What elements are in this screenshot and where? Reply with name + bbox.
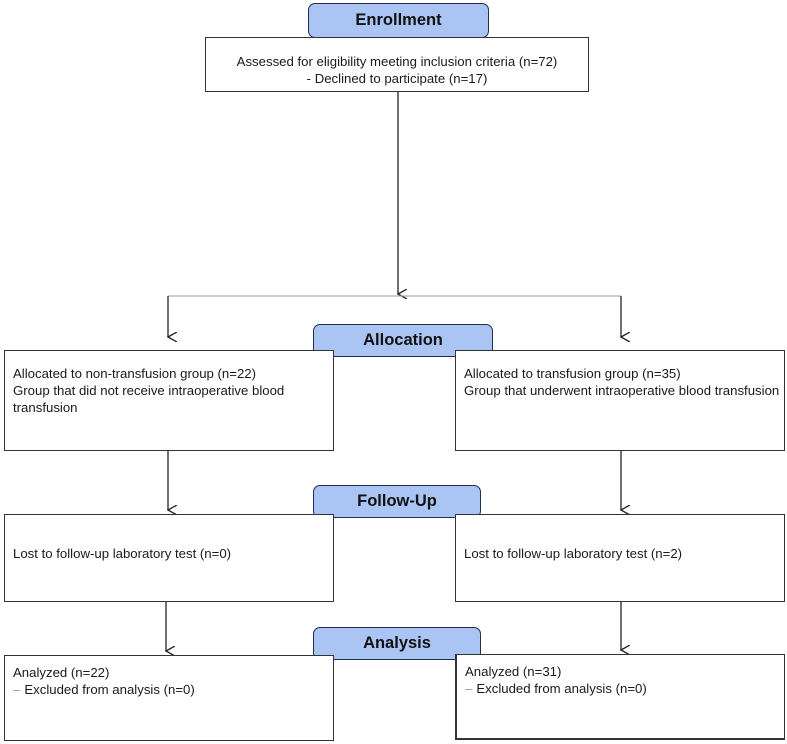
eligibility-text: Assessed for eligibility meeting inclusi… (236, 54, 558, 69)
right-analyzed-text: Analyzed (n=31) (465, 664, 562, 679)
left-allocation-count: Allocated to non-transfusion group (n=22… (13, 366, 257, 381)
left-excluded-item: –Excluded from analysis (n=0) (13, 681, 333, 698)
right-analysis-box: Analyzed (n=31) –Excluded from analysis … (455, 654, 785, 740)
left-analyzed-text: Analyzed (n=22) (13, 665, 110, 680)
right-allocation-description: Group that underwent intraoperative bloo… (464, 383, 780, 398)
right-excluded-text: Excluded from analysis (n=0) (476, 681, 647, 696)
enrollment-box: Assessed for eligibility meeting inclusi… (205, 37, 589, 92)
dash-bullet: – (13, 682, 21, 697)
right-allocation-count: Allocated to transfusion group (n=35) (464, 366, 681, 381)
followup-stage-label: Follow-Up (313, 485, 481, 518)
right-allocation-box: Allocated to transfusion group (n=35) Gr… (455, 350, 785, 451)
analysis-stage-label: Analysis (313, 627, 481, 660)
left-allocation-box: Allocated to non-transfusion group (n=22… (4, 350, 334, 451)
dash-bullet: – (465, 681, 473, 696)
allocation-stage-label: Allocation (313, 324, 493, 357)
left-analysis-box: Analyzed (n=22) –Excluded from analysis … (4, 655, 334, 741)
right-followup-text: Lost to follow-up laboratory test (n=2) (464, 546, 683, 561)
left-allocation-description: Group that did not receive intraoperativ… (13, 383, 285, 415)
left-followup-box: Lost to follow-up laboratory test (n=0) (4, 514, 334, 602)
enrollment-stage-label: Enrollment (308, 3, 489, 38)
right-followup-box: Lost to follow-up laboratory test (n=2) (455, 514, 785, 602)
right-excluded-item: –Excluded from analysis (n=0) (465, 680, 784, 697)
declined-text: - Declined to participate (n=17) (306, 71, 488, 86)
left-excluded-text: Excluded from analysis (n=0) (24, 682, 195, 697)
left-followup-text: Lost to follow-up laboratory test (n=0) (13, 546, 232, 561)
